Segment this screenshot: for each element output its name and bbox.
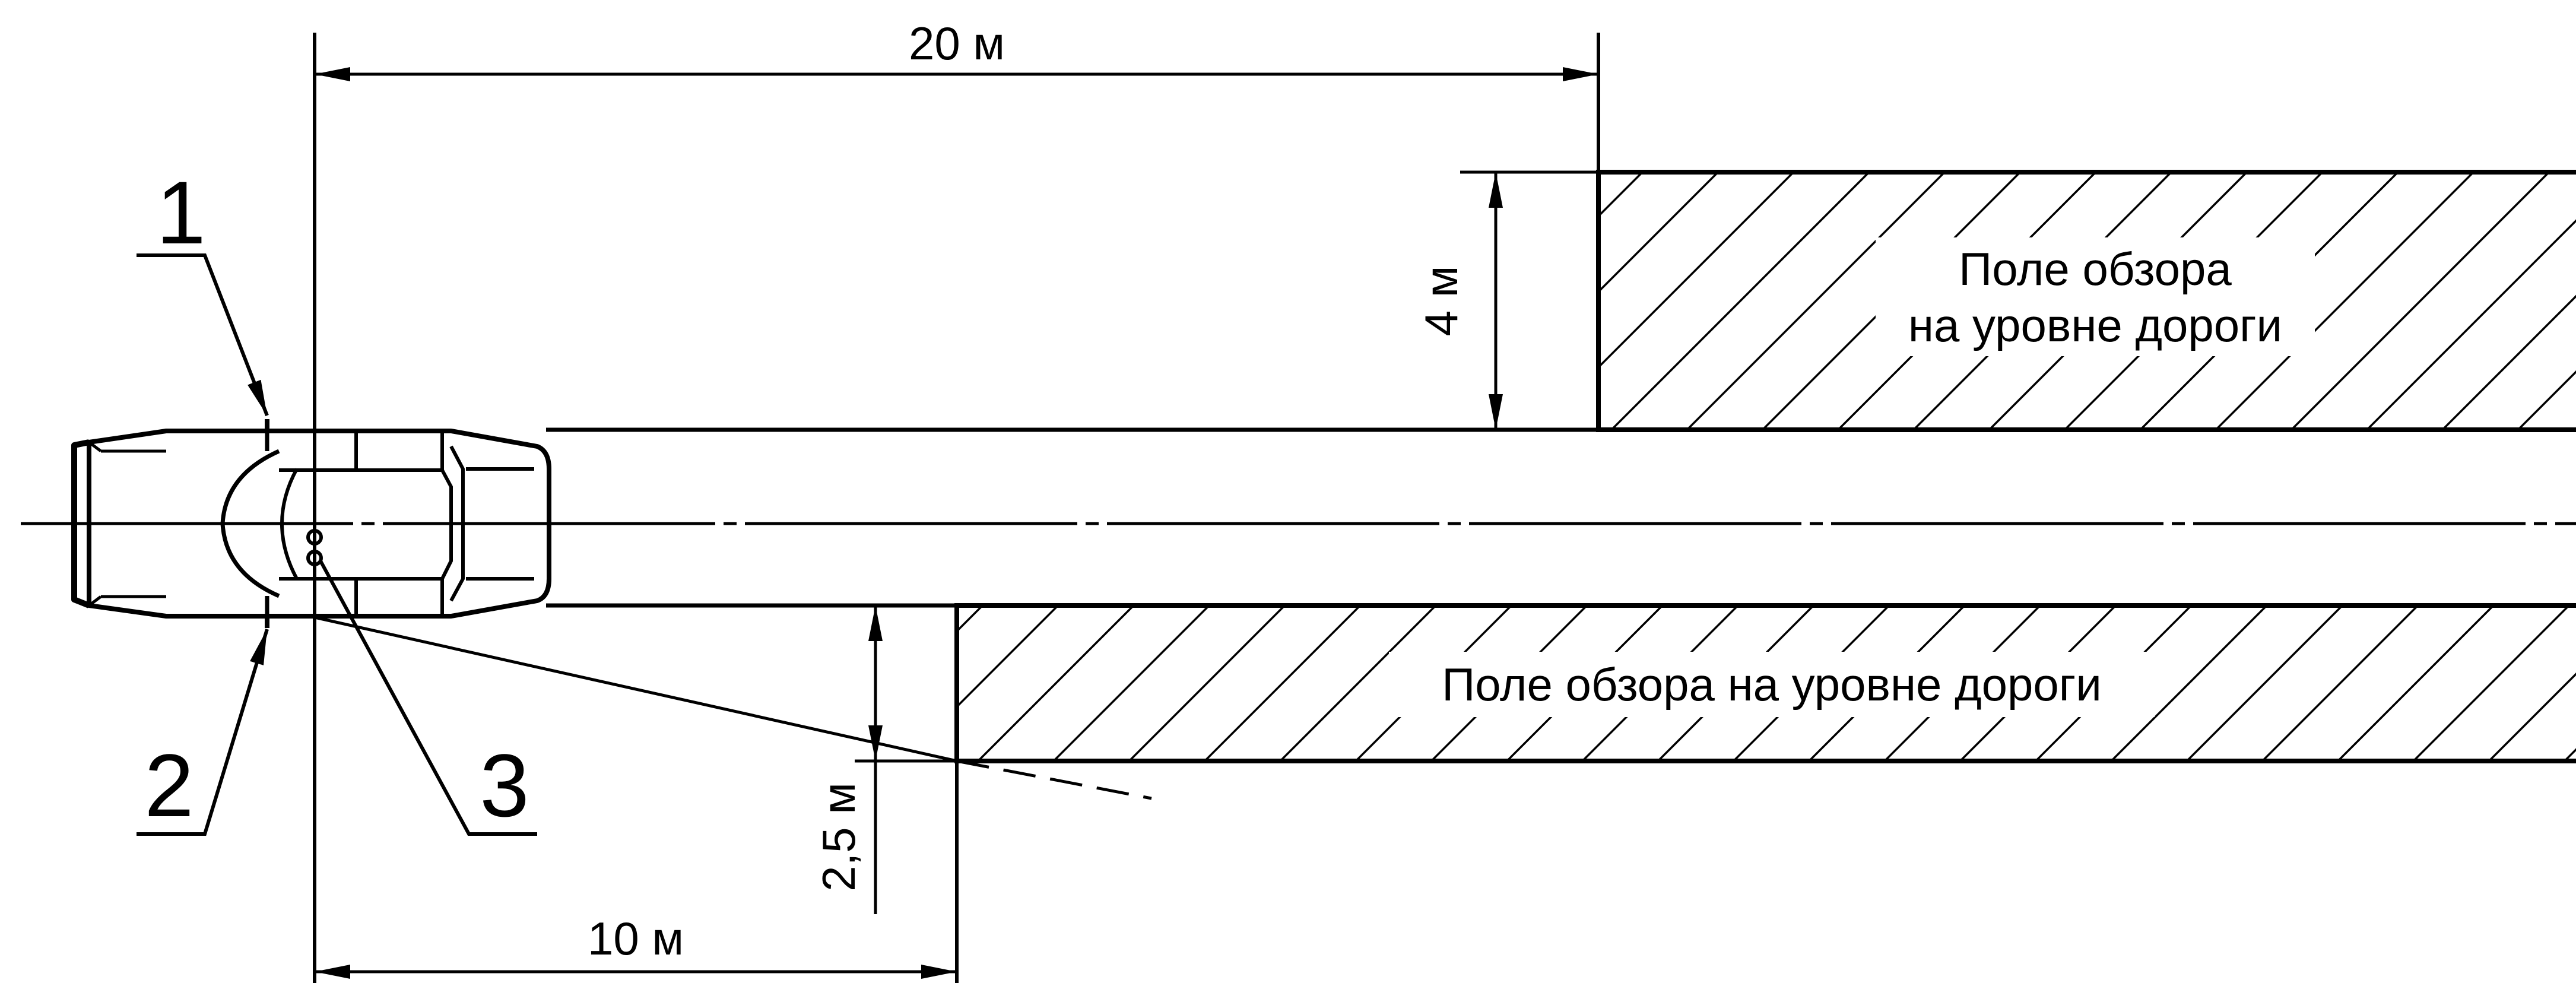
dimension-2-5m: 2,5 м xyxy=(813,605,957,914)
callout-2-label: 2 xyxy=(144,735,193,835)
lower-view-zone: Поле обзора на уровне дороги xyxy=(954,603,2576,763)
vehicle-rear-window xyxy=(88,441,166,607)
dimension-10m: 10 м xyxy=(315,605,959,983)
dim-20m-label: 20 м xyxy=(909,17,1005,69)
callout-1-leader xyxy=(137,253,269,417)
vehicle-cabin xyxy=(279,468,453,581)
dimension-20m: 20 м xyxy=(315,17,1600,172)
vehicle-rear-bumper xyxy=(71,439,90,608)
dim-2-5m-label: 2,5 м xyxy=(813,782,865,892)
vehicle-windshield xyxy=(220,449,280,598)
vehicle-windshield-inner xyxy=(280,468,299,580)
callout-2: 2 xyxy=(137,629,269,836)
upper-zone-border xyxy=(1596,170,2576,432)
callout-1-label: 1 xyxy=(156,163,205,262)
upper-zone-label-bg xyxy=(1876,237,2315,356)
vehicle-body-outline xyxy=(87,429,551,619)
callout-3-label: 3 xyxy=(480,735,529,835)
callout-2-leader xyxy=(137,629,269,836)
vehicle-hood xyxy=(449,445,534,602)
lower-zone-label: Поле обзора на уровне дороги xyxy=(1442,658,2102,711)
upper-zone-label-line2: на уровне дороги xyxy=(1908,299,2282,351)
lower-zone-label-bg xyxy=(1389,652,2155,717)
upper-view-zone: Поле обзора на уровне дороги xyxy=(1596,170,2576,432)
sight-line xyxy=(314,616,957,763)
dimension-4m: 4 м xyxy=(1415,170,1598,430)
callout-1: 1 xyxy=(137,163,269,417)
upper-zone-label-line1: Поле обзора xyxy=(1959,243,2232,295)
callout-3: 3 xyxy=(319,560,537,836)
callout-3-leader xyxy=(319,560,537,836)
vehicle-top-view xyxy=(71,429,551,619)
dim-10m-label: 10 м xyxy=(588,912,684,965)
dim-4m-label: 4 м xyxy=(1415,266,1467,337)
sight-line-extension xyxy=(956,759,1152,800)
